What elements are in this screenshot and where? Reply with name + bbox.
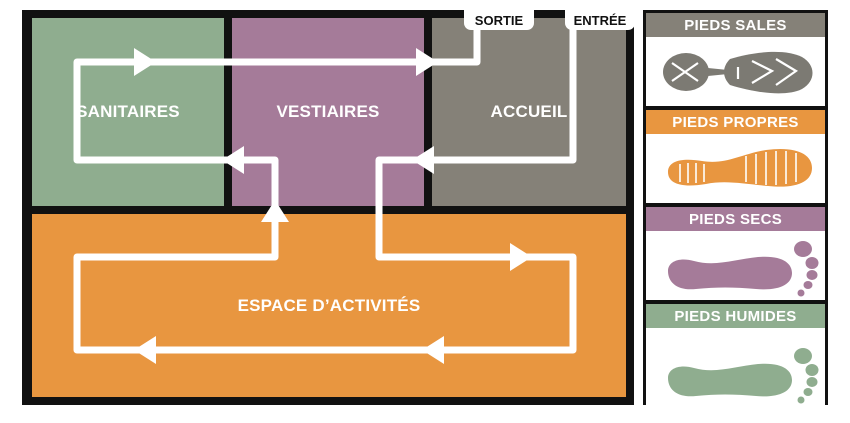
legend-panel: PIEDS SALES PIEDS PROPRES [643, 10, 828, 423]
bare-foot-icon [668, 241, 819, 297]
shoe-sole-icon [668, 148, 812, 187]
flow-paths [73, 24, 577, 364]
legend-pieds-secs: PIEDS SECS [646, 207, 825, 300]
door-sortie: SORTIE [464, 10, 534, 30]
wet-foot-icon [668, 348, 819, 404]
zone-accueil-label: ACCUEIL [490, 102, 568, 121]
arrow-right-icon [510, 243, 532, 271]
arrow-right-icon [134, 48, 156, 76]
arrow-left-icon [134, 336, 156, 364]
zone-espace-label: ESPACE D’ACTIVITÉS [237, 295, 421, 315]
zone-sanitaires: SANITAIRES [32, 18, 224, 206]
legend-pieds-secs-title: PIEDS SECS [646, 207, 825, 231]
legend-pieds-humides-title: PIEDS HUMIDES [646, 304, 825, 328]
arrow-left-icon [222, 146, 244, 174]
legend-pieds-propres: PIEDS PROPRES [646, 110, 825, 203]
legend-pieds-sales: PIEDS SALES [646, 13, 825, 106]
zone-espace-activites: ESPACE D’ACTIVITÉS [32, 214, 626, 397]
zone-vestiaires-label: VESTIAIRES [276, 102, 380, 121]
legend-pieds-propres-title: PIEDS PROPRES [646, 110, 825, 134]
door-entree-label: ENTRÉE [573, 12, 627, 28]
exit-flow-path [73, 24, 481, 214]
boot-prints-icon [663, 51, 813, 94]
arrow-right-icon [416, 48, 438, 76]
arrow-left-icon [422, 336, 444, 364]
zone-accueil: ACCUEIL [432, 18, 626, 206]
legend-pieds-sales-title: PIEDS SALES [646, 13, 825, 37]
door-sortie-label: SORTIE [474, 12, 524, 28]
entry-flow-path [73, 24, 577, 354]
legend-pieds-humides: PIEDS HUMIDES [646, 304, 825, 423]
floor-plan: SANITAIRES VESTIAIRES ACCUEIL ESPACE D’A… [22, 10, 635, 405]
door-entree: ENTRÉE [565, 10, 635, 30]
arrow-up-icon [261, 200, 289, 222]
zone-sanitaires-label: SANITAIRES [76, 102, 180, 121]
arrow-left-icon [412, 146, 434, 174]
zone-vestiaires: VESTIAIRES [232, 18, 424, 206]
